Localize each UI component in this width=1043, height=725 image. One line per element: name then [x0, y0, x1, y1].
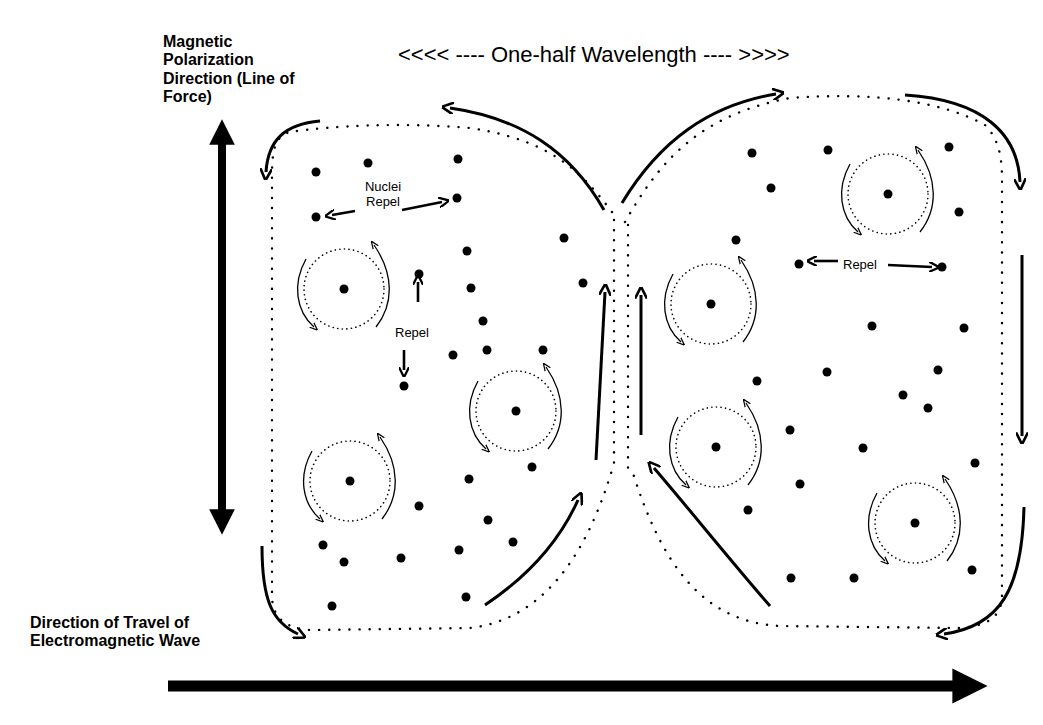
nucleus-dot: [868, 322, 877, 331]
nucleus-dot: [455, 546, 464, 555]
vortex-arrow: [945, 479, 960, 561]
nucleus-dot: [328, 602, 337, 611]
nucleus-dot: [479, 317, 488, 326]
nucleus-dot: [796, 480, 805, 489]
vortex-outline: [476, 371, 556, 451]
nucleus-dot: [924, 404, 933, 413]
field-outline: [272, 96, 1002, 630]
vortex-arrow: [665, 274, 681, 342]
nucleus-dot: [753, 377, 762, 386]
nucleus-dot: [509, 538, 518, 547]
annotation: Nuclei Repel: [358, 180, 408, 210]
nucleus-dot: [397, 554, 406, 563]
nucleus-dot: [707, 300, 716, 309]
annotation: Repel: [395, 326, 429, 341]
nucleus-dot: [884, 190, 893, 199]
vortex-arrow: [546, 367, 561, 449]
nucleus-dots: [312, 143, 980, 611]
nucleus-dot: [560, 234, 569, 243]
nucleus-dot: [528, 463, 537, 472]
vortex-arrow: [842, 164, 858, 232]
nucleus-dot: [786, 426, 795, 435]
nucleus-dot: [823, 368, 832, 377]
nucleus-dot: [795, 260, 804, 269]
repel-arrow: [332, 202, 932, 370]
nucleus-dot: [454, 155, 463, 164]
nucleus-dot: [415, 270, 424, 279]
polarization-arrow: [218, 132, 226, 522]
nucleus-dot: [467, 284, 476, 293]
vortex-outline: [676, 407, 756, 487]
nucleus-dot: [911, 519, 920, 528]
nucleus-dot: [319, 541, 328, 550]
vortex-arrow: [670, 417, 686, 485]
vortex-arrow: [746, 403, 761, 485]
nucleus-dot: [850, 574, 859, 583]
nucleus-dot: [340, 285, 349, 294]
nucleus-dot: [824, 146, 833, 155]
nucleus-dot: [748, 149, 757, 158]
vortex-arrow: [380, 437, 395, 519]
nucleus-dot: [346, 477, 355, 486]
nucleus-dot: [787, 574, 796, 583]
annotation: Repel: [843, 258, 877, 273]
nucleus-dot: [767, 184, 776, 193]
vortex-arrow: [304, 451, 320, 519]
nucleus-dot: [512, 407, 521, 416]
nucleus-dot: [449, 351, 458, 360]
nucleus-dot: [483, 346, 492, 355]
dimension-label: <<<< ---- One-half Wavelength ---- >>>>: [398, 42, 790, 67]
nucleus-dot: [312, 168, 321, 177]
vortex-arrow: [298, 259, 314, 327]
nucleus-dot: [934, 366, 943, 375]
nucleus-dot: [453, 194, 462, 203]
nucleus-dot: [462, 593, 471, 602]
nucleus-dot: [968, 566, 977, 575]
field-arrow: [262, 94, 1024, 634]
nucleus-dot: [415, 502, 424, 511]
vortex-outline: [875, 483, 955, 563]
vortex-outline: [310, 441, 390, 521]
nucleus-dot: [400, 382, 409, 391]
nucleus-dot: [732, 236, 741, 245]
nucleus-dot: [312, 213, 321, 222]
nucleus-dot: [955, 208, 964, 217]
vortex-outline: [304, 249, 384, 329]
vortex-group: [298, 150, 961, 563]
nucleus-dot: [340, 558, 349, 567]
axis-label: Direction of Travel of Electromagnetic W…: [30, 614, 208, 651]
vortex-arrow: [470, 381, 486, 449]
nucleus-dot: [971, 459, 980, 468]
vortex-arrow: [918, 150, 933, 232]
vortex-outline: [848, 154, 928, 234]
nucleus-dot: [579, 279, 588, 288]
nucleus-dot: [859, 444, 868, 453]
vortex-outline: [671, 264, 751, 344]
vortex-arrow: [374, 245, 389, 327]
nucleus-dot: [960, 324, 969, 333]
nucleus-dot: [463, 247, 472, 256]
vortex-arrow: [741, 260, 756, 342]
axis-label: Magnetic Polarization Direction (Line of…: [163, 33, 298, 107]
nucleus-dot: [465, 475, 474, 484]
nucleus-dot: [364, 159, 373, 168]
nucleus-dot: [899, 391, 908, 400]
nucleus-dot: [744, 506, 753, 515]
nucleus-dot: [938, 263, 947, 272]
nucleus-dot: [539, 346, 548, 355]
nucleus-dot: [945, 143, 954, 152]
vortex-arrow: [869, 493, 885, 561]
nucleus-dot: [484, 516, 493, 525]
nucleus-dot: [712, 443, 721, 452]
travel-arrow: [168, 681, 970, 692]
